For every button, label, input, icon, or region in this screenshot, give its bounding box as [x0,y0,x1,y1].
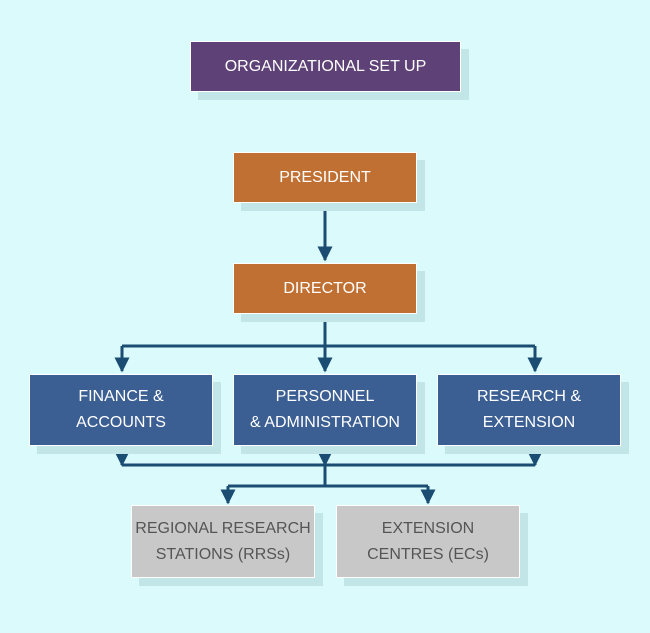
personnel-administration-box: PERSONNEL & ADMINISTRATION [233,374,417,446]
director-label: DIRECTOR [283,279,367,297]
finance-accounts-box: FINANCE & ACCOUNTS [29,374,213,446]
org-chart-title: ORGANIZATIONAL SET UP [190,41,461,92]
regional-research-stations-box: REGIONAL RESEARCH STATIONS (RRSs) [131,505,315,578]
extension-centres-label: EXTENSION CENTRES (ECs) [367,519,489,563]
director-box: DIRECTOR [233,263,417,314]
personnel-administration-label: PERSONNEL & ADMINISTRATION [250,388,400,431]
finance-accounts-label: FINANCE & ACCOUNTS [76,388,166,431]
extension-centres-box: EXTENSION CENTRES (ECs) [336,505,520,578]
org-chart-title-text: ORGANIZATIONAL SET UP [224,57,427,75]
president-box: PRESIDENT [233,152,417,203]
president-label: PRESIDENT [279,168,371,186]
research-extension-box: RESEARCH & EXTENSION [437,374,621,446]
research-extension-label: RESEARCH & EXTENSION [476,388,582,431]
regional-research-stations-label: REGIONAL RESEARCH STATIONS (RRSs) [135,519,311,563]
